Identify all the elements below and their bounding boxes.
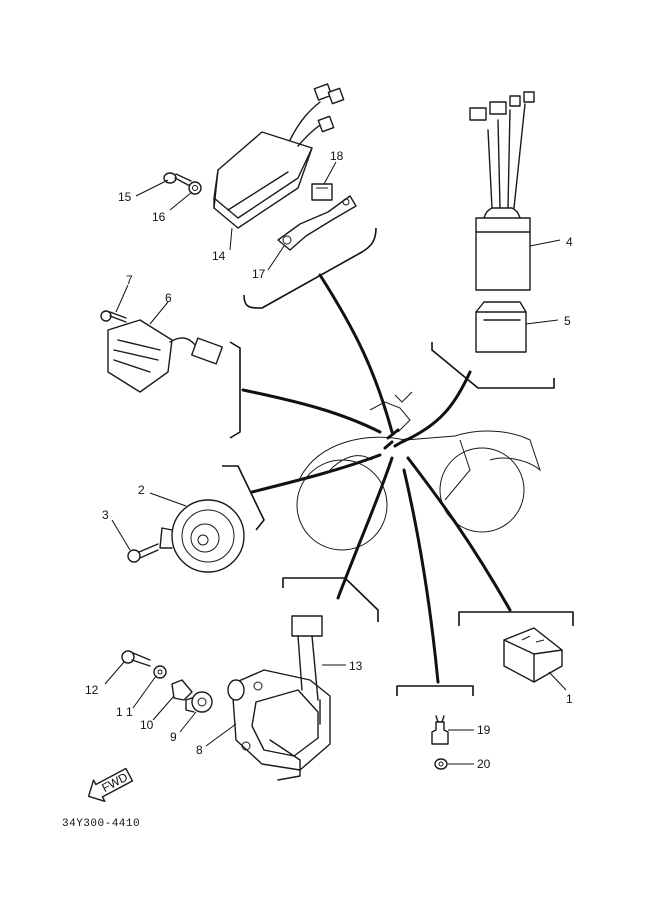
callout-9: 9 <box>170 730 177 744</box>
callout-10: 10 <box>140 718 154 732</box>
part-17-stay <box>277 195 357 251</box>
part-16-washer <box>188 181 202 195</box>
callout-17: 17 <box>252 267 266 281</box>
callout-11: 1 1 <box>116 705 133 719</box>
callout-leaders <box>104 161 567 765</box>
assembly-leaders <box>241 273 512 684</box>
callout-1: 1 <box>566 692 573 706</box>
callout-labels: 15 16 14 17 18 4 5 7 6 2 3 13 12 1 1 10 … <box>85 149 573 771</box>
part-14-control-unit <box>213 83 345 229</box>
part-2-horn <box>159 499 245 573</box>
part-15-bolt <box>163 172 192 187</box>
callout-3: 3 <box>102 508 109 522</box>
callout-14: 14 <box>212 249 226 263</box>
part-1-relay <box>503 627 563 683</box>
reference-code: 34Y300-4410 <box>62 818 140 830</box>
part-5-cover <box>475 301 527 353</box>
part-4-unit <box>469 91 535 291</box>
callout-2: 2 <box>138 483 145 497</box>
callout-5: 5 <box>564 314 571 328</box>
callout-12: 12 <box>85 683 99 697</box>
part-11-washer <box>153 665 167 679</box>
part-12-bolt <box>121 650 151 667</box>
part-19-switch <box>431 715 449 745</box>
part-7-bolt <box>100 310 127 323</box>
callout-8: 8 <box>196 743 203 757</box>
callout-20: 20 <box>477 757 491 771</box>
part-6-regulator <box>107 319 223 393</box>
callout-4: 4 <box>566 235 573 249</box>
motorcycle-silhouette <box>296 391 542 551</box>
part-9-grommet <box>185 691 213 713</box>
part-20-washer <box>434 758 448 770</box>
callout-7: 7 <box>126 273 133 287</box>
part-8-housing <box>227 669 331 781</box>
part-10-collar <box>171 679 193 701</box>
group-brackets <box>222 227 574 696</box>
callout-13: 13 <box>349 659 363 673</box>
callout-6: 6 <box>165 291 172 305</box>
part-3-bolt <box>127 543 159 563</box>
callout-16: 16 <box>152 210 166 224</box>
callout-19: 19 <box>477 723 491 737</box>
part-13-connector <box>291 615 323 725</box>
callout-18: 18 <box>330 149 344 163</box>
callout-15: 15 <box>118 190 132 204</box>
part-18-clip <box>311 183 333 201</box>
fwd-arrow: FWD <box>87 767 134 802</box>
